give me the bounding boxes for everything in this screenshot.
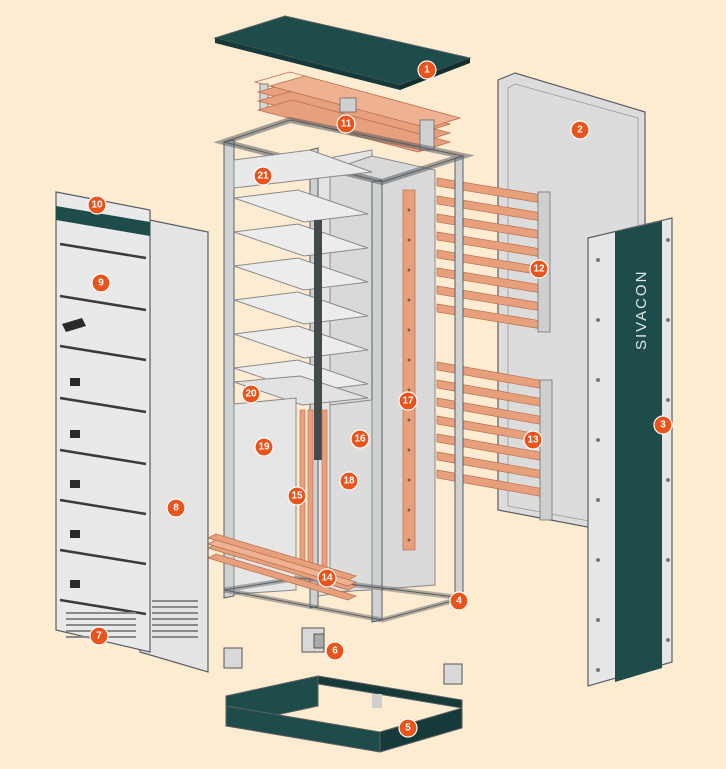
callout-2-label: 2 [577, 125, 583, 136]
callout-7: 7 [89, 626, 109, 646]
callout-8-label: 8 [173, 503, 179, 514]
callout-8: 8 [166, 498, 186, 518]
callout-6-label: 6 [332, 646, 338, 657]
callout-15-label: 15 [291, 491, 303, 502]
callout-15: 15 [287, 486, 307, 506]
callout-14-label: 14 [321, 573, 333, 584]
callout-6: 6 [325, 641, 345, 661]
callout-11: 11 [336, 114, 356, 134]
mounting-brackets [223, 627, 463, 685]
roof-plate [213, 15, 472, 90]
callout-9-label: 9 [98, 278, 104, 289]
callout-5-label: 5 [405, 723, 411, 734]
callout-10: 10 [87, 195, 107, 215]
callout-18: 18 [339, 471, 359, 491]
cabinet-frame [213, 116, 475, 623]
callout-7-label: 7 [96, 631, 102, 642]
side-panel: SIVACON [587, 217, 673, 687]
callout-19-label: 19 [258, 442, 270, 453]
callout-21: 21 [253, 166, 273, 186]
callout-19: 19 [254, 437, 274, 457]
front-covers [55, 191, 151, 653]
callout-16-label: 16 [354, 434, 366, 445]
callout-14: 14 [317, 568, 337, 588]
callout-16: 16 [350, 429, 370, 449]
top-busbars [253, 71, 462, 153]
callout-10-label: 10 [91, 200, 103, 211]
callout-21-label: 21 [257, 171, 269, 182]
callout-4: 4 [449, 591, 469, 611]
callout-17-label: 17 [402, 396, 414, 407]
callout-12: 12 [529, 259, 549, 279]
callout-5: 5 [398, 718, 418, 738]
callout-2: 2 [570, 120, 590, 140]
base-plinth [225, 675, 463, 753]
callout-1: 1 [417, 60, 437, 80]
callout-3: 3 [653, 415, 673, 435]
callout-3-label: 3 [660, 420, 666, 431]
callout-9: 9 [91, 273, 111, 293]
sivacon-brand-text: SIVACON [633, 270, 650, 350]
callout-13-label: 13 [527, 435, 539, 446]
callout-1-label: 1 [424, 65, 430, 76]
main-busbars-upper [436, 177, 551, 333]
callout-18-label: 18 [343, 476, 355, 487]
callout-17: 17 [398, 391, 418, 411]
callout-11-label: 11 [341, 119, 352, 130]
callout-20-label: 20 [245, 389, 257, 400]
callout-13: 13 [523, 430, 543, 450]
callout-20: 20 [241, 384, 261, 404]
main-busbars-lower [436, 361, 553, 521]
callout-4-label: 4 [456, 596, 462, 607]
callout-12-label: 12 [533, 264, 545, 275]
